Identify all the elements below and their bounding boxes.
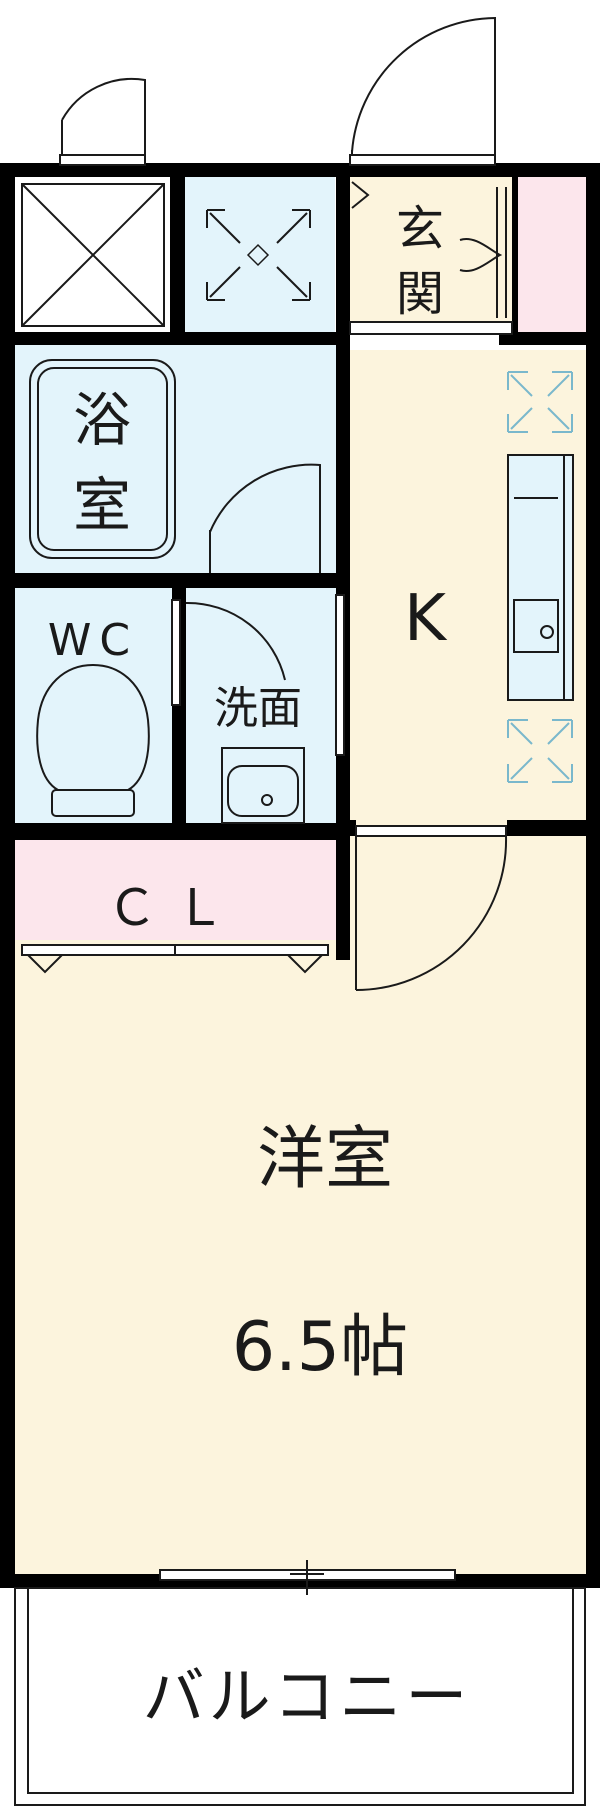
closet-label: ＣＬ [107, 879, 243, 937]
kitchen-counter [507, 454, 574, 701]
wall-h2 [0, 573, 350, 588]
wall-h4b [336, 820, 356, 836]
wall-shoebox [512, 177, 518, 334]
washroom-label: 洗面 [214, 683, 302, 734]
wc-door-swing [185, 601, 286, 681]
wall-v1 [170, 177, 185, 332]
entrance-fill [350, 177, 512, 334]
wc-door-panel [171, 599, 181, 706]
balcony-railing [27, 1587, 574, 1794]
balcony-label: バルコニー [143, 1660, 472, 1733]
balcony [14, 1560, 586, 1806]
washbasin-drain-icon [261, 794, 273, 806]
wall-left [0, 163, 15, 1574]
entrance-step [349, 321, 513, 335]
toilet-fixtures [36, 599, 286, 817]
bath-door-swing [209, 463, 321, 573]
exterior-doors [59, 16, 496, 166]
bath-fixtures [29, 359, 321, 573]
shoe-cabinet-fill [517, 177, 586, 334]
entrance-details [349, 181, 513, 335]
wall-h4 [507, 820, 600, 836]
kitchen-fixtures [507, 371, 574, 783]
storage-fill [185, 177, 335, 332]
utility-shaft-cross [21, 183, 165, 327]
utility-door-swing [61, 77, 146, 155]
floor-vent-icon [507, 719, 573, 783]
bathtub [29, 359, 176, 559]
western-room-label: 洋室 [257, 1120, 393, 1199]
storage-symbol [206, 209, 311, 301]
entrance-door-swing [351, 16, 496, 155]
kitchen-label: K [404, 582, 448, 656]
utility-door-panel [59, 154, 146, 166]
bedroom-door [355, 825, 508, 991]
sink-drain-icon [540, 625, 554, 639]
wall-closet-right [336, 836, 350, 960]
bedroom-door-swing [355, 835, 508, 991]
bathtub-inner [37, 367, 168, 551]
walls [0, 163, 600, 1588]
bedroom-door-panel [355, 825, 507, 837]
range-hood-icon [507, 371, 573, 433]
washbasin [221, 747, 305, 824]
washbasin-bowl [227, 765, 299, 817]
bath-label-2: 室 [73, 471, 131, 539]
wall-entrance-step [499, 332, 600, 345]
bath-label-1: 浴 [73, 386, 131, 454]
western-room-size: 6.5帖 [232, 1308, 408, 1387]
toilet-label: WC [48, 615, 138, 666]
entrance-label-1: 玄 [396, 201, 444, 257]
wall-right [586, 163, 600, 1574]
wall-h3 [0, 823, 350, 840]
toilet-tank [51, 789, 135, 817]
closet-fill [14, 840, 336, 940]
entrance-door-panel [349, 154, 496, 166]
kitchen-sink [513, 599, 559, 653]
wall-h1 [0, 332, 350, 345]
labels: 玄 関 K 浴 室 WC 洗面 ＣＬ 洋室 6.5帖 バルコニー [48, 201, 472, 1733]
closet-details [21, 944, 329, 974]
wall-top [0, 163, 600, 177]
toilet-bowl [36, 663, 150, 791]
entrance-label-2: 関 [396, 266, 444, 322]
washroom-door-panel [335, 594, 345, 756]
washroom-fixtures [221, 594, 345, 824]
